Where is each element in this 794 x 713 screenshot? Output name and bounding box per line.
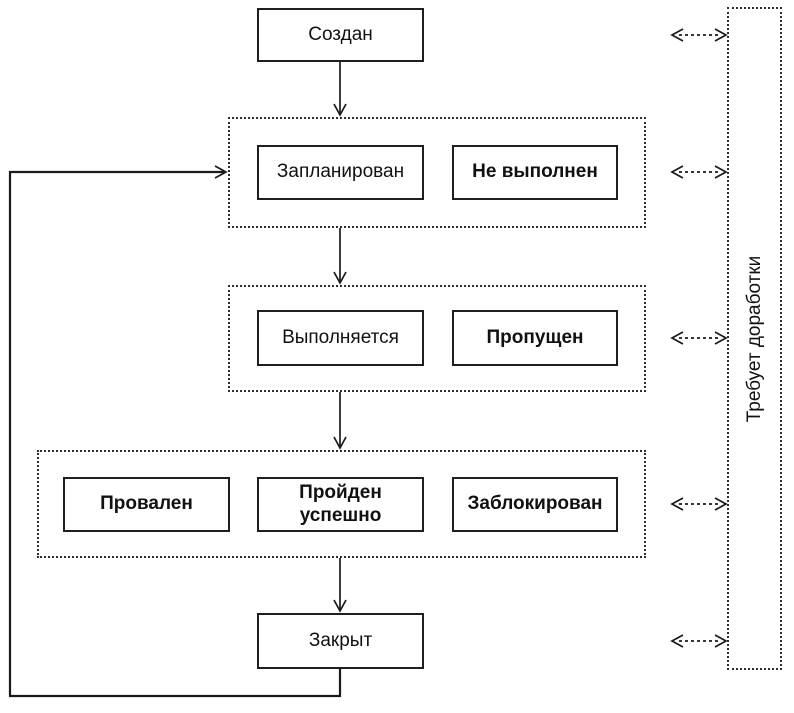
state-created-label: Создан	[308, 23, 373, 45]
state-blocked-label: Заблокирован	[467, 493, 603, 515]
needs-rework-label: Требует доработки	[743, 255, 765, 422]
state-skipped-label: Пропущен	[486, 326, 584, 348]
arrow-result-to-closed	[333, 558, 347, 613]
group-needs-rework-band: Требует доработки	[727, 7, 782, 670]
state-not-executed: Не выполнен	[452, 145, 618, 200]
arrow-executing-to-result	[333, 392, 347, 450]
state-created: Создан	[257, 8, 424, 62]
rework-double-arrow-executing	[670, 331, 728, 345]
state-failed-label: Провален	[100, 493, 193, 515]
rework-double-arrow-created	[670, 28, 728, 42]
arrow-planned-to-executing	[333, 228, 347, 285]
state-closed: Закрыт	[257, 613, 424, 669]
state-in-progress-label: Выполняется	[282, 326, 399, 348]
rework-double-arrow-result	[670, 497, 728, 511]
state-blocked: Заблокирован	[452, 477, 618, 532]
rework-double-arrow-planned	[670, 165, 728, 179]
rework-double-arrow-closed	[670, 634, 728, 648]
state-planned-label: Запланирован	[276, 161, 405, 183]
state-planned: Запланирован	[257, 145, 424, 200]
state-passed-label: Пройден успешно	[299, 482, 382, 526]
state-not-executed-label: Не выполнен	[472, 161, 598, 183]
state-closed-label: Закрыт	[308, 629, 373, 651]
state-passed: Пройден успешно	[257, 477, 424, 532]
arrow-created-to-planned	[333, 62, 347, 117]
state-failed: Провален	[63, 477, 230, 532]
state-skipped: Пропущен	[452, 310, 618, 366]
state-in-progress: Выполняется	[257, 310, 424, 366]
